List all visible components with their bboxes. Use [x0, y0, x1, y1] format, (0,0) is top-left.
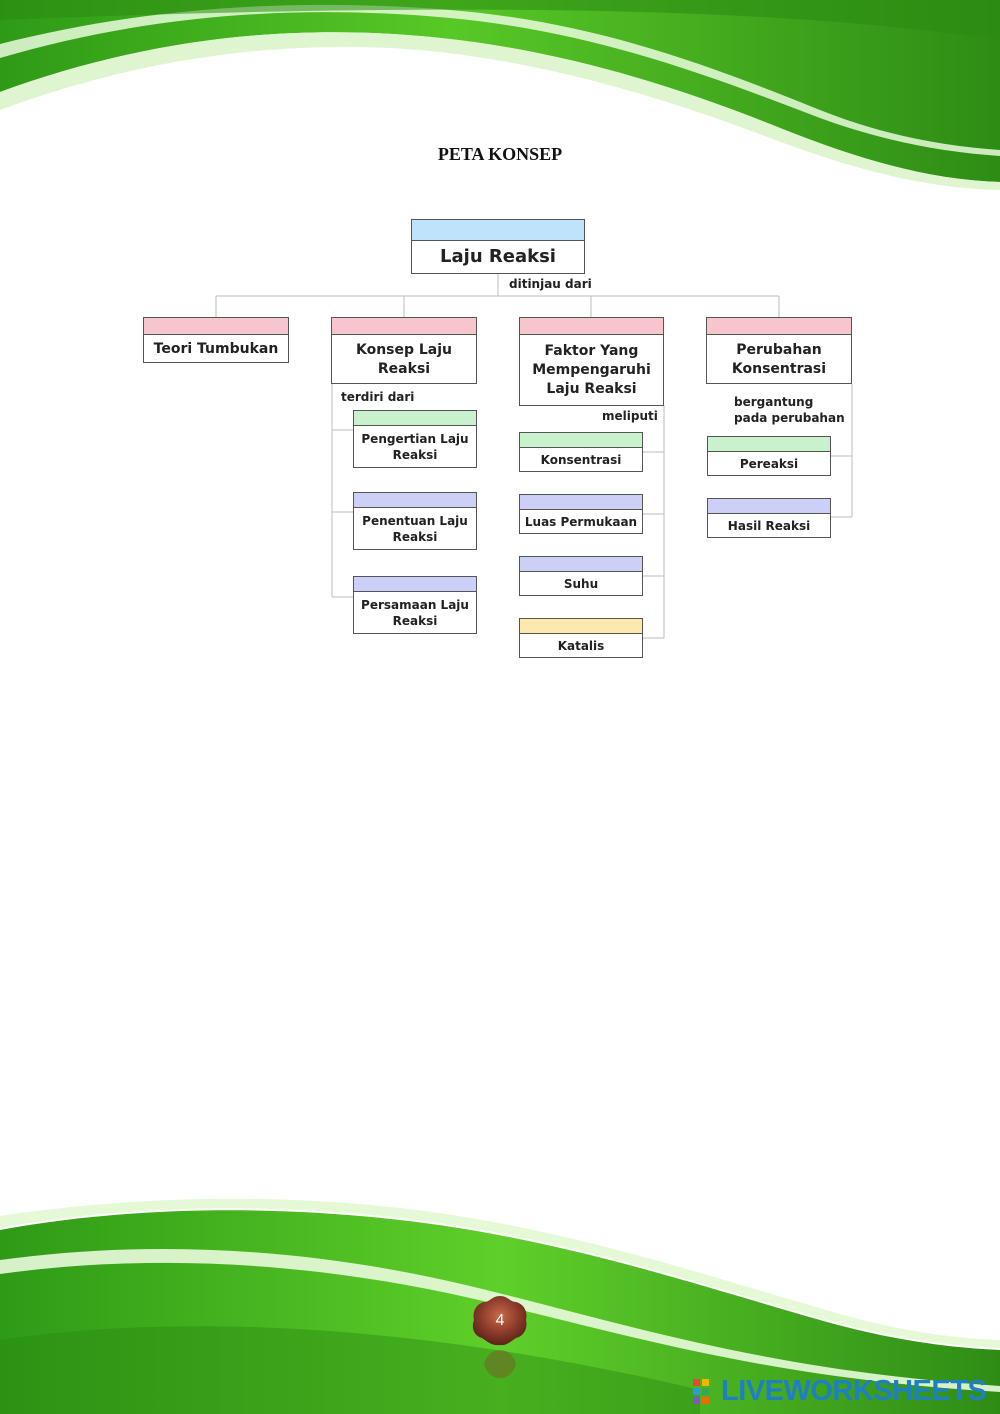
perubahan-child-node: Pereaksi: [707, 436, 831, 476]
page-number: 4: [495, 1312, 505, 1329]
faktor-child-label: Suhu: [563, 576, 599, 591]
root-link-label: ditinjau dari: [509, 277, 592, 291]
root-node-label: Laju Reaksi: [440, 246, 556, 268]
faktor-child-label: Luas Permukaan: [524, 514, 638, 529]
perubahan-child-label: Pereaksi: [739, 456, 799, 471]
brand-text: LIVEWORKSHEETS: [721, 1374, 987, 1407]
konsep-child-node: Pengertian Laju Reaksi: [353, 410, 477, 468]
faktor-child-node: Konsentrasi: [519, 432, 643, 472]
konsep-child-label: Persamaan Laju Reaksi: [361, 597, 469, 628]
branch-konsep-laju-reaksi: Konsep Laju Reaksi: [331, 317, 477, 384]
page-title: PETA KONSEP: [437, 144, 563, 164]
konsep-child-label: Pengertian Laju Reaksi: [361, 431, 469, 462]
faktor-link-label: meliputi: [602, 409, 658, 423]
branch-teori-tumbukan: Teori Tumbukan: [143, 317, 289, 363]
konsep-child-node: Penentuan Laju Reaksi: [353, 492, 477, 550]
perubahan-child-label: Hasil Reaksi: [727, 518, 811, 533]
branch-konsep-label: Konsep Laju Reaksi: [355, 341, 453, 377]
branch-teori-label: Teori Tumbukan: [153, 340, 279, 357]
page-number-badge-icon: [472, 1296, 527, 1378]
branch-faktor-label: Faktor Yang Mempengaruhi Laju Reaksi: [532, 343, 651, 397]
branch-perubahan-label: Perubahan Konsentrasi: [731, 341, 827, 377]
root-node: Laju Reaksi: [411, 219, 585, 274]
faktor-child-label: Konsentrasi: [540, 452, 622, 467]
faktor-child-label: Katalis: [557, 638, 605, 653]
top-wave-decoration: [0, 0, 1000, 190]
perubahan-link-label: bergantung pada perubahan: [734, 395, 845, 425]
faktor-child-node: Suhu: [519, 556, 643, 596]
branch-perubahan-konsentrasi: Perubahan Konsentrasi: [706, 317, 852, 384]
faktor-child-node: Katalis: [519, 618, 643, 658]
konsep-link-label: terdiri dari: [341, 390, 415, 404]
liveworksheets-logo-icon: [693, 1379, 709, 1404]
faktor-child-node: Luas Permukaan: [519, 494, 643, 534]
konsep-child-label: Penentuan Laju Reaksi: [362, 513, 468, 544]
perubahan-child-node: Hasil Reaksi: [707, 498, 831, 538]
concept-map-connectors: [215, 273, 853, 639]
konsep-child-node: Persamaan Laju Reaksi: [353, 576, 477, 634]
branch-faktor: Faktor Yang Mempengaruhi Laju Reaksi: [519, 317, 664, 406]
liveworksheets-brand: LIVEWORKSHEETS: [692, 1374, 987, 1408]
